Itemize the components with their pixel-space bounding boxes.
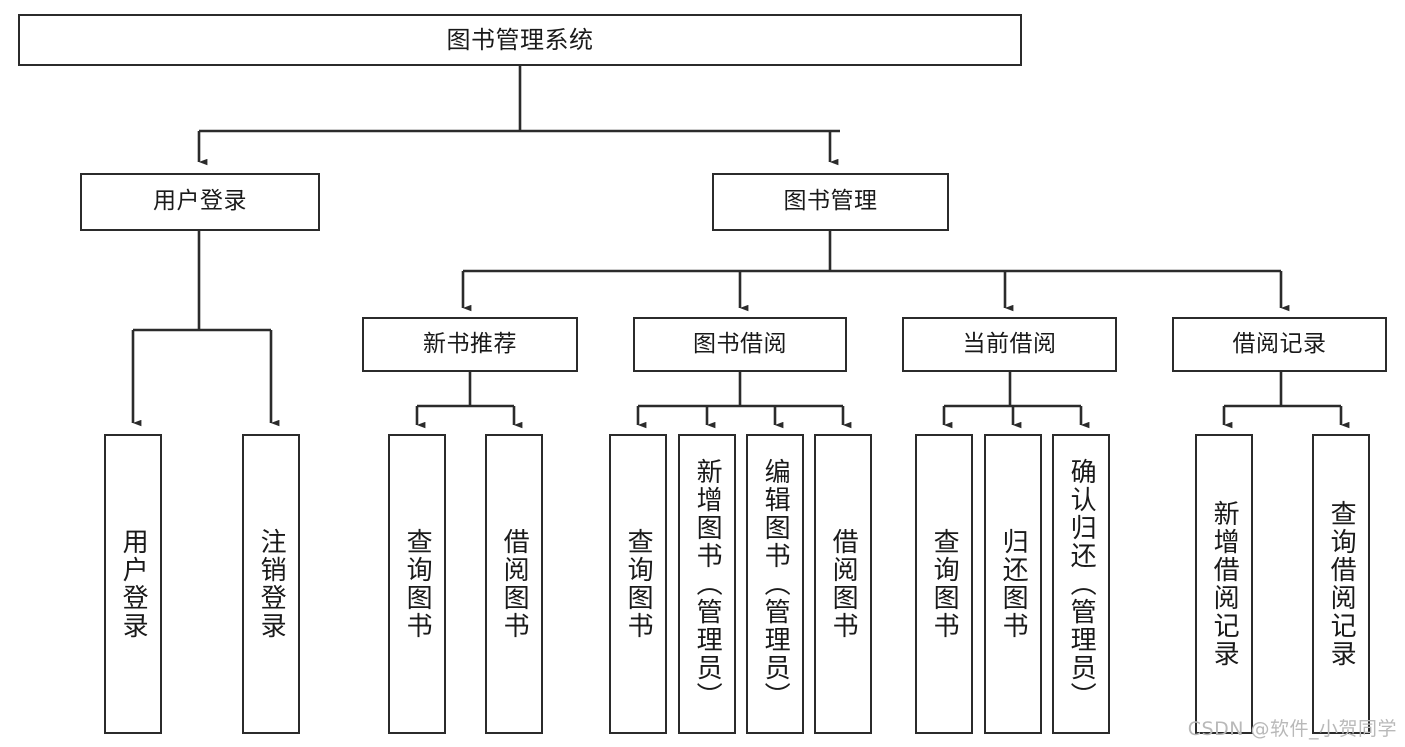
node-label: 用户登录 <box>118 528 149 640</box>
node-leaf-return-book[interactable]: 归还图书 <box>984 434 1042 734</box>
node-book-borrow[interactable]: 图书借阅 <box>633 317 847 372</box>
node-label: 图书管理 <box>783 188 878 215</box>
node-label: 注销登录 <box>256 528 287 640</box>
node-leaf-query-book-2[interactable]: 查询图书 <box>609 434 667 734</box>
node-label: 新书推荐 <box>423 330 517 357</box>
node-leaf-add-borrow-record[interactable]: 新增借阅记录 <box>1195 434 1253 734</box>
node-label: 查询借阅记录 <box>1326 500 1357 668</box>
node-label: 借阅图书 <box>828 528 859 640</box>
node-root-system[interactable]: 图书管理系统 <box>18 14 1022 66</box>
node-label: 用户登录 <box>153 188 247 215</box>
node-label: 借阅图书 <box>499 528 530 640</box>
node-leaf-borrow-book-1[interactable]: 借阅图书 <box>485 434 543 734</box>
node-label: 编辑图书（管理员） <box>760 458 791 710</box>
node-leaf-logout-login[interactable]: 注销登录 <box>242 434 300 734</box>
node-new-book-recommend[interactable]: 新书推荐 <box>362 317 578 372</box>
node-user-login[interactable]: 用户登录 <box>80 173 320 231</box>
node-leaf-borrow-book-2[interactable]: 借阅图书 <box>814 434 872 734</box>
csdn-watermark: CSDN @软件_小贺同学 <box>1187 718 1397 740</box>
node-label: 借阅记录 <box>1232 330 1327 357</box>
node-label: 确认归还（管理员） <box>1066 458 1097 710</box>
node-leaf-query-book-3[interactable]: 查询图书 <box>915 434 973 734</box>
node-leaf-add-book[interactable]: 新增图书（管理员） <box>678 434 736 734</box>
node-book-management[interactable]: 图书管理 <box>712 173 949 231</box>
node-leaf-query-borrow-record[interactable]: 查询借阅记录 <box>1312 434 1370 734</box>
node-leaf-edit-book[interactable]: 编辑图书（管理员） <box>746 434 804 734</box>
node-label: 当前借阅 <box>962 330 1057 357</box>
node-label: 查询图书 <box>402 528 433 640</box>
node-leaf-query-book-1[interactable]: 查询图书 <box>388 434 446 734</box>
node-label: 归还图书 <box>998 528 1029 640</box>
node-leaf-confirm-return[interactable]: 确认归还（管理员） <box>1052 434 1110 734</box>
node-label: 图书借阅 <box>693 330 787 357</box>
node-leaf-user-login[interactable]: 用户登录 <box>104 434 162 734</box>
node-borrow-record[interactable]: 借阅记录 <box>1172 317 1387 372</box>
node-current-borrow[interactable]: 当前借阅 <box>902 317 1117 372</box>
node-label: 查询图书 <box>623 528 654 640</box>
node-label: 新增图书（管理员） <box>692 458 723 710</box>
node-label: 新增借阅记录 <box>1209 500 1240 668</box>
node-label: 查询图书 <box>929 528 960 640</box>
node-label: 图书管理系统 <box>446 25 594 54</box>
